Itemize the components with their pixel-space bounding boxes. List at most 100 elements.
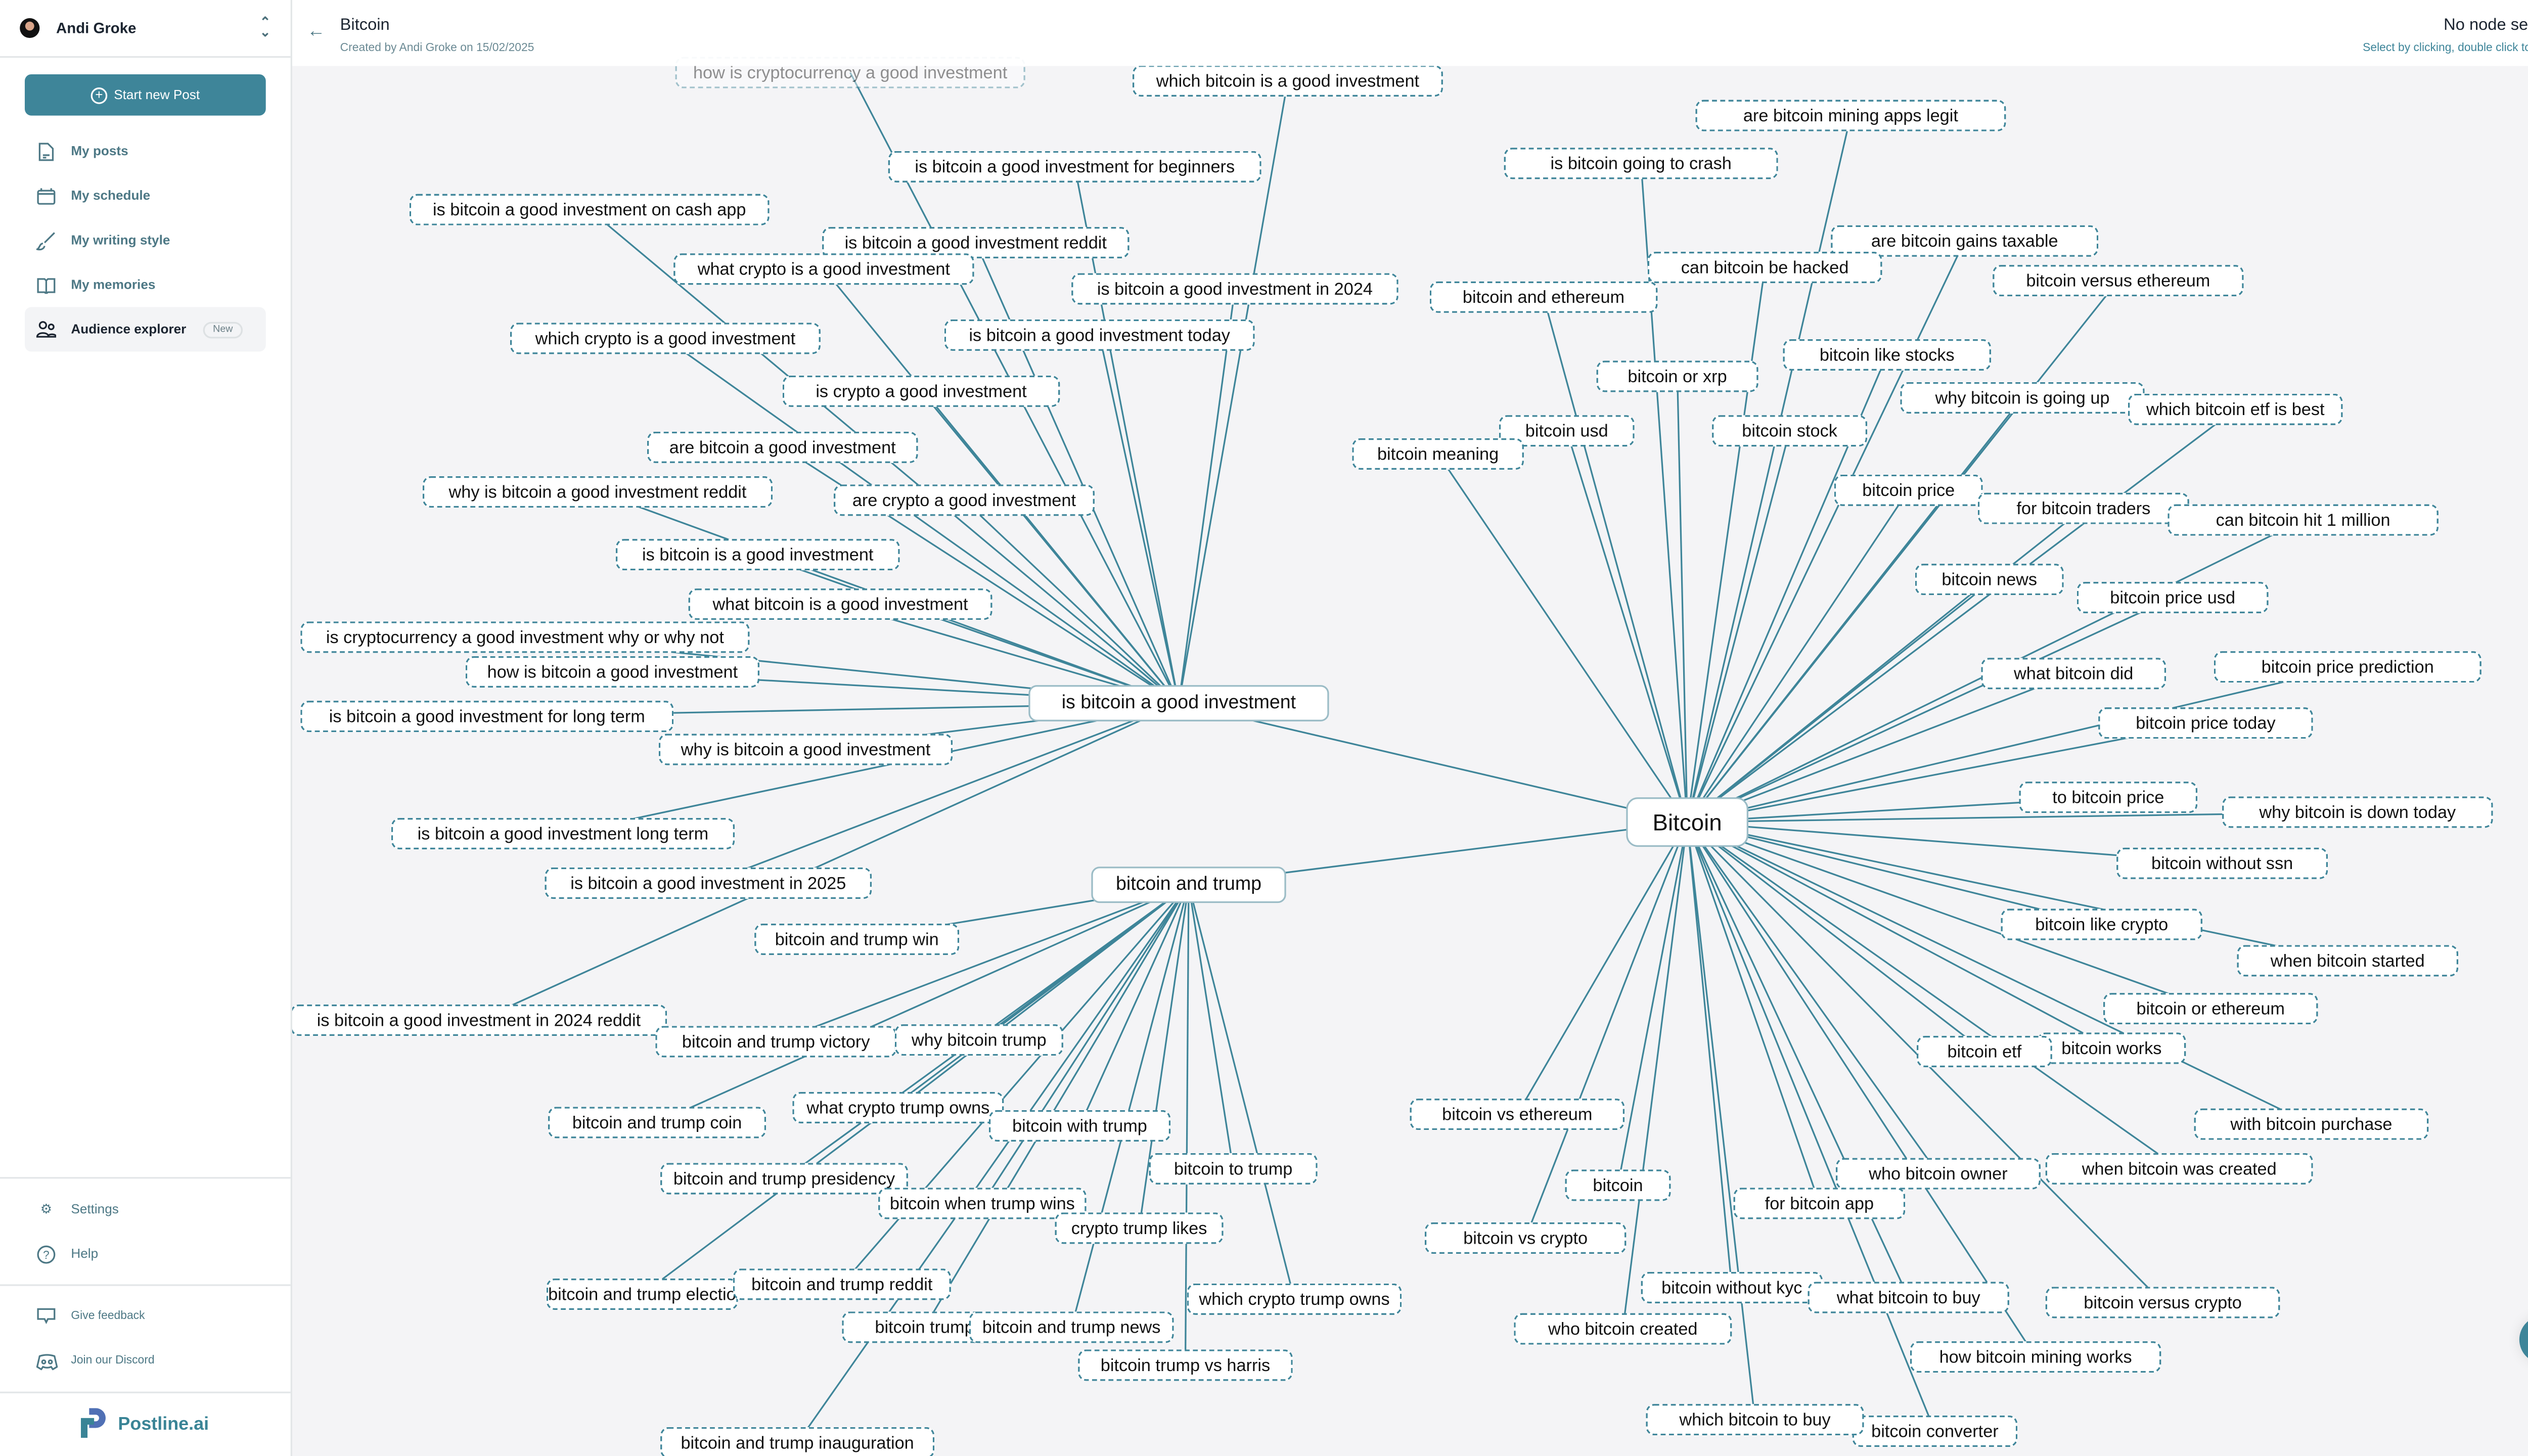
graph-node[interactable]: who bitcoin owner [1836,1158,2041,1190]
graph-node[interactable]: bitcoin price today [2098,707,2313,739]
document-icon [35,141,58,161]
brand-name: Postline.ai [118,1415,209,1435]
hub-node-trump[interactable]: bitcoin and trump [1091,867,1286,903]
graph-node[interactable]: is bitcoin a good investment in 2025 [545,867,872,899]
graph-node[interactable]: are bitcoin a good investment [647,431,918,463]
graph-node[interactable]: bitcoin news [1915,564,2064,596]
graph-node[interactable]: bitcoin to trump [1149,1153,1318,1185]
graph-node[interactable]: bitcoin without ssn [2116,847,2328,879]
graph-node[interactable]: what bitcoin did [1981,658,2166,690]
root-node-bitcoin[interactable]: Bitcoin [1626,797,1748,847]
graph-node[interactable]: bitcoin converter [1852,1416,2018,1447]
account-switcher[interactable]: Andi Groke ⌃⌄ [0,0,291,58]
brand-logo[interactable]: Postline.ai [0,1391,291,1456]
sidebar-item-help[interactable]: ? Help [25,1232,266,1276]
graph-node[interactable]: bitcoin or ethereum [2103,993,2318,1025]
graph-node[interactable]: which bitcoin to buy [1646,1404,1864,1436]
sidebar-item-my-schedule[interactable]: My schedule [25,173,266,218]
graph-node[interactable]: bitcoin like crypto [2001,908,2202,940]
graph-node[interactable]: crypto trump likes [1055,1212,1224,1244]
back-arrow-icon[interactable]: ← [307,21,326,41]
graph-node[interactable]: why bitcoin is going up [1900,382,2145,414]
graph-node[interactable]: which crypto is a good investment [510,323,821,354]
graph-node[interactable]: bitcoin price [1834,474,1983,506]
graph-node[interactable]: bitcoin without kyc [1641,1271,1823,1303]
graph-node[interactable]: when bitcoin was created [2045,1153,2313,1185]
graph-node[interactable]: why is bitcoin a good investment reddit [422,476,773,508]
graph-node[interactable]: why bitcoin trump [894,1024,1063,1056]
graph-node[interactable]: bitcoin and ethereum [1429,281,1658,313]
graph-node[interactable]: are bitcoin gains taxable [1831,225,2099,257]
start-new-post-button[interactable]: + Start new Post [24,74,266,116]
graph-node[interactable]: which bitcoin is a good investment [1133,65,1443,97]
graph-node[interactable]: bitcoin and trump win [754,923,960,955]
sidebar-item-my-posts[interactable]: My posts [25,129,266,173]
graph-node[interactable]: what crypto is a good investment [673,253,974,285]
graph-node[interactable]: what crypto trump owns [792,1092,1004,1124]
graph-node[interactable]: which crypto trump owns [1187,1283,1402,1315]
graph-node[interactable]: when bitcoin started [2237,945,2459,977]
graph-node[interactable]: is bitcoin a good investment for long te… [300,701,674,733]
graph-edge [1687,821,2211,1010]
graph-node[interactable]: to bitcoin price [2019,782,2198,813]
graph-node[interactable]: bitcoin and trump victory [655,1026,897,1058]
graph-node[interactable]: bitcoin versus ethereum [1993,265,2244,297]
graph-node[interactable]: who bitcoin created [1514,1313,1732,1345]
graph-node[interactable]: bitcoin and trump news [969,1311,1174,1343]
graph-node[interactable]: is bitcoin a good investment reddit [822,226,1130,259]
graph-node[interactable]: bitcoin and trump inauguration [660,1427,935,1456]
graph-node[interactable]: what bitcoin to buy [1808,1282,2009,1313]
graph-node[interactable]: is crypto a good investment [782,375,1060,407]
graph-node[interactable]: bitcoin [1565,1169,1671,1201]
sidebar-item-my-memories[interactable]: My memories [25,262,266,307]
graph-node[interactable]: bitcoin and trump presidency [660,1163,908,1195]
graph-node[interactable]: can bitcoin hit 1 million [2168,504,2439,536]
sidebar-item-join-discord[interactable]: Join our Discord [25,1339,266,1383]
graph-node[interactable]: bitcoin stock [1712,415,1868,447]
graph-node[interactable]: with bitcoin purchase [2194,1108,2429,1140]
graph-node[interactable]: bitcoin etf [1917,1035,2052,1068]
graph-node[interactable]: for bitcoin traders [1977,492,2189,524]
graph-node[interactable]: bitcoin or xrp [1596,360,1758,392]
sidebar-item-audience-explorer[interactable]: Audience explorer New [24,307,266,352]
graph-node[interactable]: is cryptocurrency a good investment why … [300,621,750,653]
sidebar-item-settings[interactable]: ⚙ Settings [25,1187,266,1232]
graph-node[interactable]: for bitcoin app [1733,1188,1906,1219]
sidebar-item-give-feedback[interactable]: Give feedback [25,1294,266,1339]
graph-node[interactable]: can bitcoin be hacked [1647,251,1882,284]
graph-node[interactable]: is bitcoin going to crash [1504,148,1778,179]
graph-node[interactable]: bitcoin like stocks [1783,339,1991,371]
graph-node[interactable]: bitcoin with trump [988,1110,1171,1142]
graph-node[interactable]: bitcoin vs crypto [1424,1222,1627,1254]
graph-node[interactable]: is bitcoin a good investment long term [391,817,735,850]
graph-node[interactable]: bitcoin when trump wins [878,1188,1087,1219]
hub-node-investment[interactable]: is bitcoin a good investment [1028,685,1329,721]
graph-node[interactable]: bitcoin and trump coin [548,1107,766,1139]
graph-node[interactable]: which bitcoin etf is best [2128,393,2343,425]
graph-node[interactable]: bitcoin vs ethereum [1410,1099,1625,1130]
graph-node[interactable]: bitcoin price prediction [2214,651,2481,683]
graph-node[interactable]: are crypto a good investment [833,484,1095,516]
sidebar-item-my-writing-style[interactable]: My writing style [25,218,266,262]
graph-node[interactable]: bitcoin usd [1499,415,1635,447]
sidebar-item-label: My writing style [71,233,170,248]
graph-node[interactable]: bitcoin meaning [1352,438,1524,470]
graph-node[interactable]: what bitcoin is a good investment [688,588,992,620]
graph-node[interactable]: is bitcoin a good investment today [944,319,1255,351]
graph-node[interactable]: bitcoin and trump election [546,1278,738,1310]
graph-node[interactable]: how is bitcoin a good investment [465,656,760,688]
graph-node[interactable]: is bitcoin is a good investment [615,539,900,571]
graph-node[interactable]: is bitcoin a good investment on cash app [409,194,770,225]
graph-node[interactable]: are bitcoin mining apps legit [1695,100,2006,131]
graph-node[interactable]: bitcoin price usd [2076,582,2269,614]
graph-node[interactable]: is bitcoin a good investment in 2024 [1071,273,1398,305]
graph-node[interactable]: how bitcoin mining works [1910,1341,2161,1373]
graph-node[interactable]: is bitcoin a good investment for beginne… [888,151,1261,183]
graph-node[interactable]: why bitcoin is down today [2222,796,2493,828]
graph-node[interactable]: is bitcoin a good investment in 2024 red… [290,1004,667,1036]
graph-node[interactable]: bitcoin trump vs harris [1078,1349,1293,1381]
graph-node[interactable]: why is bitcoin a good investment [658,734,953,765]
graph-node[interactable]: bitcoin works [2037,1032,2186,1064]
graph-node[interactable]: bitcoin and trump reddit [733,1268,951,1300]
graph-node[interactable]: bitcoin versus crypto [2045,1287,2280,1318]
